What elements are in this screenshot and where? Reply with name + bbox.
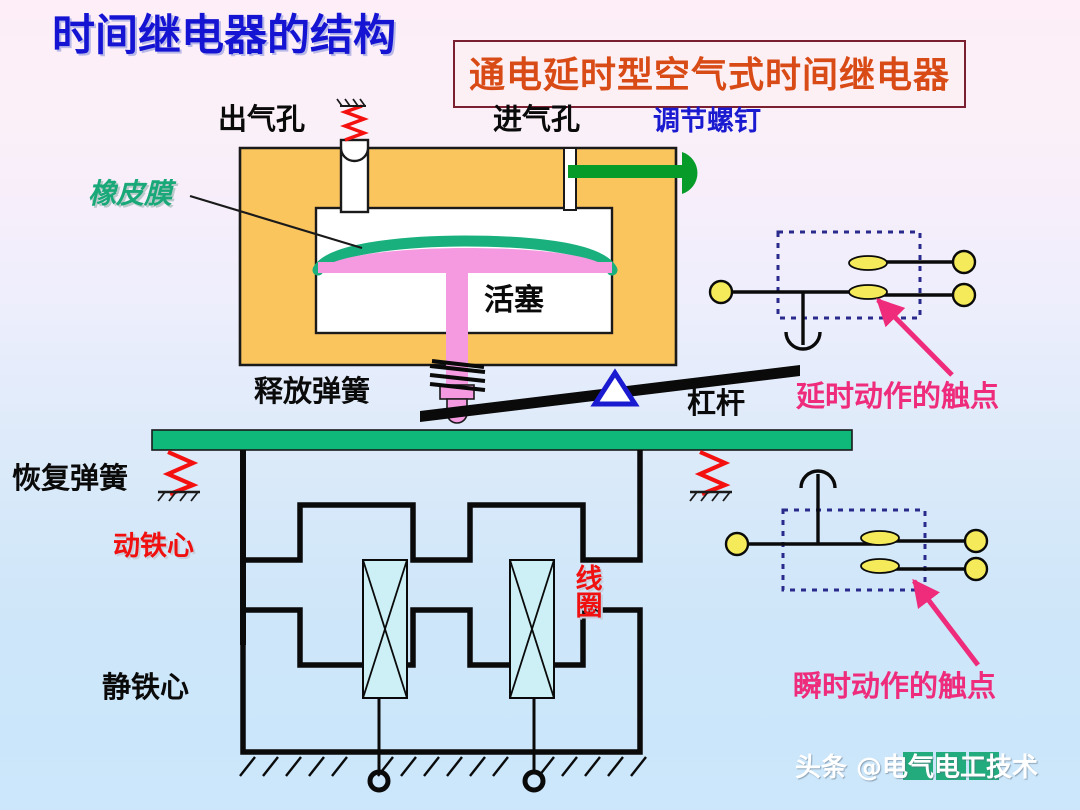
release-spring: [429, 359, 486, 392]
air-outlet-spring: [336, 98, 369, 142]
label-static-core: 静铁心: [102, 670, 190, 704]
page-title: 时间继电器的结构: [52, 11, 396, 61]
label-coil: 线圈: [570, 564, 602, 618]
armature-bar: [151, 429, 853, 451]
label-instant-contacts: 瞬时动作的触点: [793, 669, 997, 703]
air-inlet-slot: [563, 147, 577, 211]
rubber-diaphragm: [312, 235, 618, 276]
label-lever: 杠杆: [687, 386, 746, 420]
reset-spring-left: [157, 450, 200, 502]
watermark: 头条 @电气电工技术: [795, 753, 1039, 783]
label-piston: 活塞: [484, 283, 544, 318]
label-air-inlet: 进气孔: [493, 102, 581, 136]
diaphragm-leader-line: [189, 194, 363, 250]
coil-left: [362, 559, 408, 699]
subtitle-box: 通电延时型空气式时间继电器: [453, 40, 967, 108]
label-adjust-screw: 调节螺钉: [653, 106, 761, 137]
instant-contact-arrow: [912, 578, 980, 667]
air-outlet-tube: [339, 138, 370, 214]
piston-head: [318, 248, 612, 273]
lever: [420, 365, 800, 422]
reset-spring-right: [689, 450, 732, 502]
delayed-contact-symbol: [708, 230, 977, 351]
static-core-shape: [240, 607, 643, 755]
adjust-screw: [568, 152, 698, 194]
label-release-spring: 释放弹簧: [254, 374, 371, 408]
coil-right: [509, 559, 555, 699]
label-reset-spring: 恢复弹簧: [12, 461, 129, 495]
moving-core-shape: [240, 450, 643, 563]
delayed-contact-arrow: [876, 298, 954, 377]
subtitle-text: 通电延时型空气式时间继电器: [469, 54, 951, 96]
coil-terminals: [367, 698, 546, 793]
label-delay-contacts: 延时动作的触点: [796, 379, 1000, 413]
watermark-blocks: [903, 752, 999, 780]
ground-hatch: [239, 756, 647, 777]
instant-contact-symbol: [724, 469, 989, 592]
label-rubber-diaphragm: 橡皮膜: [88, 177, 173, 210]
label-air-outlet: 出气孔: [218, 102, 306, 136]
label-moving-core: 动铁心: [113, 531, 194, 562]
